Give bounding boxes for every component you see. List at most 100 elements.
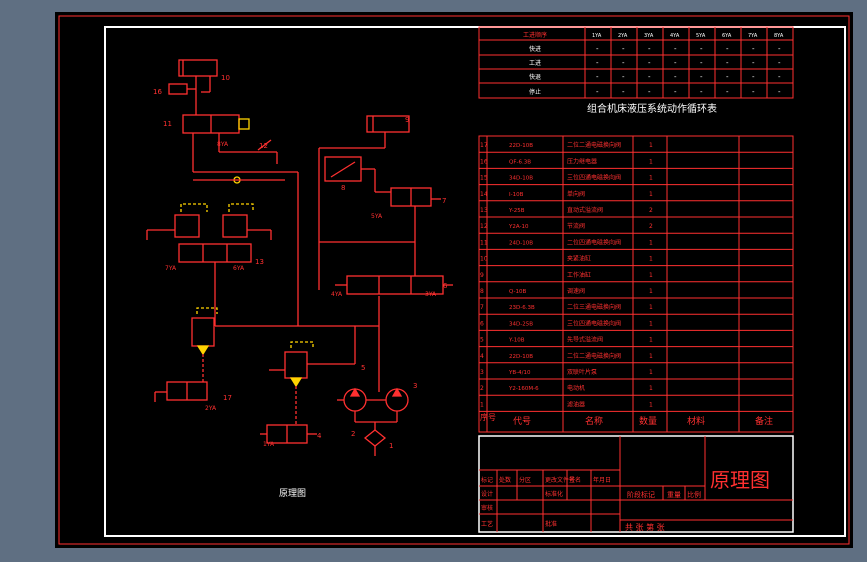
parts-qty: 1 [649,239,653,246]
parts-qty: 1 [649,304,653,311]
pressure-switch-16 [168,83,188,95]
seq-cell: - [674,59,677,67]
parts-name: 二位四通电磁换向阀 [567,238,621,246]
parts-qty: 1 [649,320,653,327]
seq-cell: - [622,59,625,67]
parts-code: 23D-6.3B [509,305,535,311]
parts-name: 先导式溢流阀 [567,336,603,344]
parts-qty: 1 [649,401,653,408]
seq-cell: - [622,73,625,81]
tb-standard-label: 标准化 [545,490,563,498]
parts-code: Y-10B [508,338,525,344]
parts-code: Q-10B [509,289,526,295]
seq-header-3: 3YA [644,33,654,39]
component-number-label: 9 [405,116,409,124]
component-number-label: 17 [223,394,232,402]
drawing-name: 原理图 [710,468,770,492]
solenoid-label: 2YA [205,405,217,412]
seq-cell: - [674,88,677,96]
seq-header-2: 2YA [618,33,628,39]
tb-row1-label: 标记 [481,476,493,484]
parts-no: 9 [480,272,484,279]
parts-code: 22D-10B [509,143,533,149]
seq-header-4: 4YA [670,33,680,39]
seq-cell: - [674,73,677,81]
seq-cell: - [596,88,599,96]
tb-row1-label: 分区 [519,476,531,484]
seq-cell: - [648,45,651,53]
solenoid-label: 3YA [425,291,437,298]
component-number-label: 8 [341,184,345,192]
seq-cell: - [778,73,781,81]
parts-name: 压力继电器 [567,157,597,165]
parts-no: 12 [480,223,488,230]
seq-cell: - [700,73,703,81]
parts-no: 7 [480,304,484,311]
component-number-label: 7 [442,197,446,205]
parts-name: 二位三通电磁换向阀 [567,303,621,311]
seq-cell: - [596,73,599,81]
seq-cell: - [726,88,729,96]
component-number-label: 4 [317,432,322,440]
scale-label: 比例 [687,490,701,499]
seq-header-6: 6YA [722,33,732,39]
seq-cell: - [622,88,625,96]
component-number-label: 3 [413,382,417,390]
parts-code: Y2-160M-6 [508,386,539,392]
stage-mark-label: 阶段标记 [627,490,655,499]
seq-cell: - [648,59,651,67]
tb-design-label: 设计 [481,490,493,498]
parts-no: 17 [480,142,488,149]
parts-no: 16 [480,158,488,165]
component-number-label: 5 [361,364,365,372]
seq-cell: - [726,59,729,67]
seq-cell: - [752,73,755,81]
parts-code: QF-6.3B [509,159,531,165]
parts-name: 直动式溢流阀 [567,206,603,214]
parts-name: 双联叶片泵 [567,368,597,376]
seq-cell: - [752,88,755,96]
parts-qty: 1 [649,385,653,392]
seq-row-label: 工进 [529,59,541,67]
seq-row-label: 停止 [529,88,541,96]
parts-no: 3 [480,369,484,376]
seq-cell: - [700,88,703,96]
parts-name: 工作油缸 [567,271,591,279]
parts-qty: 1 [649,256,653,263]
seq-header-0: 工进顺序 [523,31,547,39]
seq-cell: - [622,45,625,53]
parts-qty: 2 [649,207,653,214]
seq-cell: - [778,88,781,96]
parts-name: 电动机 [567,384,585,392]
seq-cell: - [752,59,755,67]
seq-row-label: 快退 [529,73,541,81]
solenoid-label: 6YA [233,265,245,272]
parts-qty: 1 [649,158,653,165]
parts-code: Y-25B [508,208,525,214]
tb-review-label: 审核 [481,504,493,512]
solenoid-label: 7YA [165,265,177,272]
parts-code: 22D-10B [509,354,533,360]
component-number-label: 13 [255,258,264,266]
solenoid-label: 5YA [371,213,383,220]
relief-valve-5 [191,317,215,347]
component-number-label: 6 [443,282,448,290]
inner-frame [104,26,846,537]
parts-no: 15 [480,175,488,182]
component-number-label: 10 [221,74,230,82]
seq-cell: - [778,45,781,53]
seq-cell: - [674,45,677,53]
parts-header-remark: 备注 [755,415,773,427]
seq-cell: - [752,45,755,53]
parts-code: YB-4/10 [508,370,531,376]
parts-qty: 1 [649,191,653,198]
parts-name: 二位二通电磁换向阀 [567,352,621,360]
hydraulic-circuit [146,59,453,456]
solenoid-label: 8YA [217,141,229,148]
seq-cell: - [596,45,599,53]
weight-label: 重量 [667,491,681,499]
seq-header-7: 7YA [748,33,758,39]
